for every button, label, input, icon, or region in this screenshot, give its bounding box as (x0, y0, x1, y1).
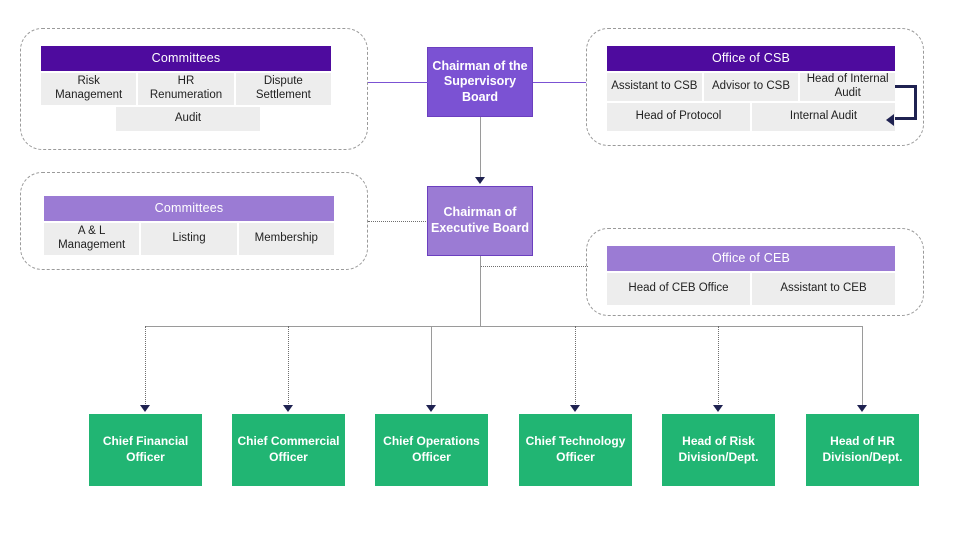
group-office-csb (586, 28, 924, 146)
cell-listing[interactable]: Listing (141, 223, 237, 255)
drop-line-coo (431, 326, 432, 408)
drop-line-cco (288, 326, 289, 408)
internal-audit-hook-connector (895, 85, 917, 120)
executive-distribution-bus (145, 326, 863, 327)
executive-committee-row-1: A & L Management Listing Membership (44, 223, 334, 255)
arrowhead-head-risk (713, 405, 723, 412)
cell-hr-renumeration[interactable]: HR Renumeration (138, 73, 234, 105)
exec-box-chief-commercial-officer[interactable]: Chief Commercial Officer (232, 414, 345, 486)
group-supervisory-committees (20, 28, 368, 150)
drop-line-cto (575, 326, 576, 408)
exec-label-cfo: Chief Financial Officer (102, 434, 189, 464)
connector-ceb-to-office-ceb (480, 266, 588, 267)
arrowhead-head-hr (857, 405, 867, 412)
cell-dispute-settlement[interactable]: Dispute Settlement (235, 73, 331, 105)
cell-advisor-to-csb[interactable]: Advisor to CSB (703, 73, 799, 101)
cell-internal-audit[interactable]: Internal Audit (752, 103, 895, 131)
drop-line-head-risk (718, 326, 719, 408)
arrowhead-cto (570, 405, 580, 412)
internal-audit-arrowhead (886, 114, 894, 126)
arrowhead-cco (283, 405, 293, 412)
cell-al-management[interactable]: A & L Management (44, 223, 140, 255)
chairman-supervisory-board-label: Chairman of the Supervisory Board (432, 58, 528, 104)
exec-box-chief-technology-officer[interactable]: Chief Technology Officer (519, 414, 632, 486)
connector-committees-to-csb (368, 82, 428, 83)
office-ceb-row-1: Head of CEB Office Assistant to CEB (607, 273, 895, 305)
chairman-executive-board-box[interactable]: Chairman of Executive Board (427, 186, 533, 256)
exec-box-chief-operations-officer[interactable]: Chief Operations Officer (375, 414, 488, 486)
exec-box-head-of-hr-division[interactable]: Head of HR Division/Dept. (806, 414, 919, 486)
arrowhead-csb-to-ceb (475, 177, 485, 184)
connector-csb-to-office-csb (533, 82, 586, 83)
arrowhead-cfo (140, 405, 150, 412)
exec-label-coo: Chief Operations Officer (383, 434, 480, 464)
panel-header-office-ceb: Office of CEB (607, 246, 895, 271)
group-executive-committees (20, 172, 368, 270)
exec-box-chief-financial-officer[interactable]: Chief Financial Officer (89, 414, 202, 486)
arrowhead-coo (426, 405, 436, 412)
cell-risk-management[interactable]: Risk Management (41, 73, 137, 105)
exec-label-cco: Chief Commercial Officer (237, 434, 340, 464)
cell-head-of-protocol[interactable]: Head of Protocol (607, 103, 750, 131)
connector-ceb-to-bus (480, 256, 481, 326)
cell-membership[interactable]: Membership (238, 223, 334, 255)
connector-exec-committees-to-ceb (368, 221, 428, 222)
cell-head-of-internal-audit[interactable]: Head of Internal Audit (800, 73, 896, 101)
chairman-supervisory-board-box[interactable]: Chairman of the Supervisory Board (427, 47, 533, 117)
exec-label-cto: Chief Technology Officer (525, 434, 626, 464)
group-office-ceb (586, 228, 924, 316)
chairman-executive-board-label: Chairman of Executive Board (431, 205, 529, 235)
exec-label-head-hr: Head of HR Division/Dept. (822, 434, 903, 464)
drop-line-head-hr (862, 326, 863, 408)
panel-office-csb: Office of CSB Assistant to CSB Advisor t… (607, 46, 896, 131)
cell-audit[interactable]: Audit (116, 107, 260, 131)
panel-header-committees-executive: Committees (44, 196, 334, 221)
cell-assistant-to-csb[interactable]: Assistant to CSB (607, 73, 702, 101)
panel-executive-committees: Committees A & L Management Listing Memb… (44, 196, 334, 255)
office-csb-row-1: Assistant to CSB Advisor to CSB Head of … (607, 73, 896, 101)
committee-row-1: Risk Management HR Renumeration Dispute … (41, 73, 331, 105)
cell-assistant-to-ceb[interactable]: Assistant to CEB (752, 273, 895, 305)
exec-box-head-of-risk-division[interactable]: Head of Risk Division/Dept. (662, 414, 775, 486)
panel-office-ceb: Office of CEB Head of CEB Office Assista… (607, 246, 895, 305)
panel-header-committees-supervisory: Committees (41, 46, 331, 71)
connector-csb-to-ceb (480, 117, 481, 179)
cell-head-of-ceb-office[interactable]: Head of CEB Office (607, 273, 750, 305)
exec-label-head-risk: Head of Risk Division/Dept. (678, 434, 759, 464)
committee-row-2: Audit (41, 107, 331, 131)
panel-supervisory-committees: Committees Risk Management HR Renumerati… (41, 46, 331, 131)
drop-line-cfo (145, 326, 146, 408)
office-csb-row-2: Head of Protocol Internal Audit (607, 103, 895, 131)
panel-header-office-csb: Office of CSB (607, 46, 895, 71)
